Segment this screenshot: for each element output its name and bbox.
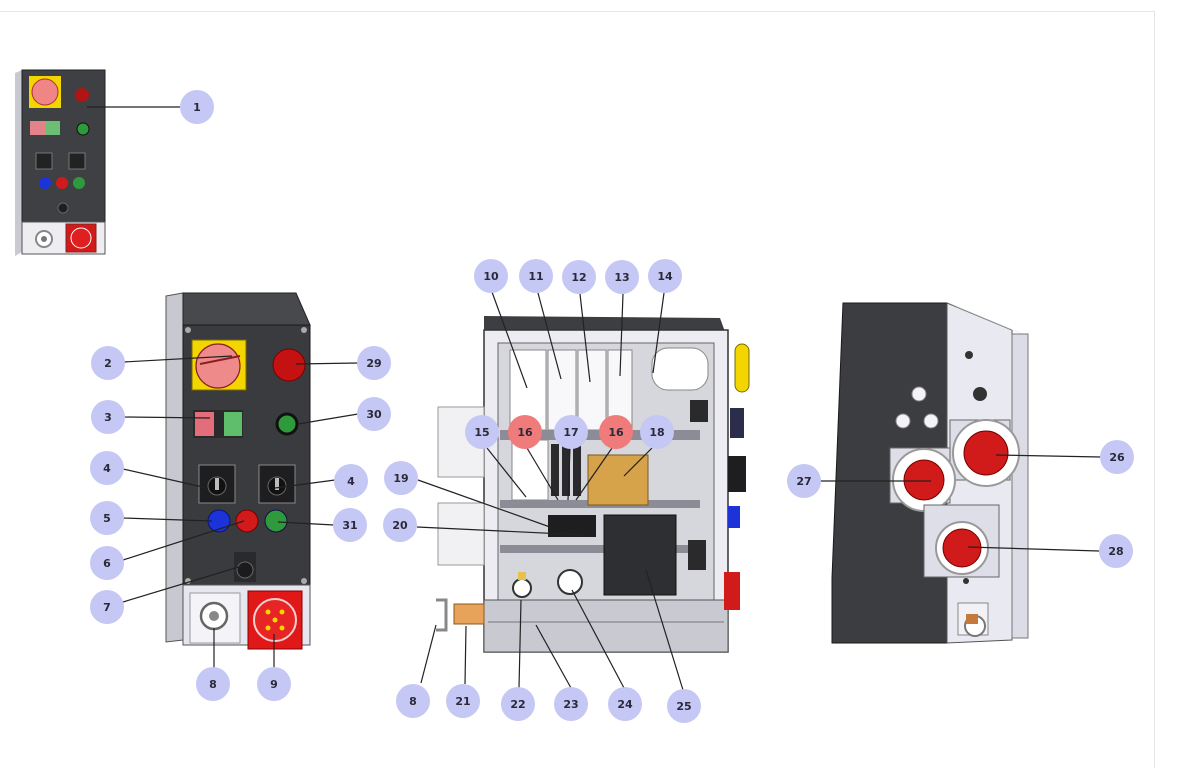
callout-19: 19 [384, 461, 418, 495]
green-button [264, 509, 288, 533]
callout-23: 23 [554, 687, 588, 721]
svg-text:23: 23 [563, 698, 578, 711]
svg-text:22: 22 [510, 698, 525, 711]
callout-12: 12 [562, 260, 596, 294]
svg-text:7: 7 [103, 601, 111, 614]
svg-text:13: 13 [614, 271, 629, 284]
svg-text:16: 16 [608, 426, 624, 439]
callout-18: 18 [640, 415, 674, 449]
module-14 [651, 347, 709, 391]
callout-7: 7 [90, 590, 124, 624]
callout-16-left: 16 [508, 415, 542, 449]
callout-24: 24 [608, 687, 642, 721]
svg-text:29: 29 [366, 357, 381, 370]
thumb-red-lamp [75, 88, 89, 102]
green-pilot-lamp [275, 412, 299, 436]
svg-text:18: 18 [649, 426, 664, 439]
svg-text:5: 5 [103, 512, 111, 525]
svg-text:1: 1 [193, 101, 201, 114]
svg-text:8: 8 [209, 678, 217, 691]
svg-text:25: 25 [676, 700, 691, 713]
transformer [587, 454, 649, 506]
thumbnail-panel [15, 69, 106, 256]
black-box-25 [603, 514, 677, 596]
svg-text:17: 17 [563, 426, 578, 439]
svg-text:6: 6 [103, 557, 111, 570]
red-pilot-lamp [272, 348, 306, 382]
callout-1: 1 [180, 90, 214, 124]
svg-text:27: 27 [796, 475, 811, 488]
svg-text:3: 3 [104, 411, 112, 424]
top-divider [0, 11, 1154, 12]
red-button [235, 509, 259, 533]
front-panel [165, 292, 311, 650]
callout-10: 10 [474, 259, 508, 293]
callout-27: 27 [787, 464, 821, 498]
callout-6: 6 [90, 546, 124, 580]
svg-text:2: 2 [104, 357, 112, 370]
svg-text:15: 15 [474, 426, 489, 439]
leader-lines [87, 106, 1102, 691]
svg-text:31: 31 [342, 519, 357, 532]
side-enclosure [831, 302, 1029, 644]
svg-text:12: 12 [571, 271, 586, 284]
callout-25: 25 [667, 689, 701, 723]
svg-text:30: 30 [366, 408, 382, 421]
air-fitting [453, 603, 485, 625]
callout-13: 13 [605, 260, 639, 294]
callout-29: 29 [357, 346, 391, 380]
callout-15: 15 [465, 415, 499, 449]
callout-20: 20 [383, 508, 417, 542]
svg-text:24: 24 [617, 698, 633, 711]
svg-text:8: 8 [409, 695, 417, 708]
svg-text:14: 14 [657, 270, 673, 283]
callout-9: 9 [257, 667, 291, 701]
callout-14: 14 [648, 259, 682, 293]
callout-31: 31 [333, 508, 367, 542]
svg-text:4: 4 [347, 475, 355, 488]
svg-text:26: 26 [1109, 451, 1125, 464]
callout-30: 30 [357, 397, 391, 431]
callout-26: 26 [1100, 440, 1134, 474]
callout-11: 11 [519, 259, 553, 293]
callout-8-front: 8 [196, 667, 230, 701]
callout-17: 17 [554, 415, 588, 449]
callout-4-right: 4 [334, 464, 368, 498]
svg-text:9: 9 [270, 678, 278, 691]
callout-5: 5 [90, 501, 124, 535]
callout-4-left: 4 [90, 451, 124, 485]
callout-22: 22 [501, 687, 535, 721]
pressure-gauge [557, 569, 583, 595]
callout-21: 21 [446, 684, 480, 718]
right-divider [1154, 11, 1155, 768]
svg-text:11: 11 [528, 270, 543, 283]
svg-text:4: 4 [103, 462, 111, 475]
pressure-switch [512, 578, 532, 598]
svg-text:20: 20 [392, 519, 408, 532]
callout-8-middle: 8 [396, 684, 430, 718]
svg-text:16: 16 [517, 426, 533, 439]
svg-text:28: 28 [1108, 545, 1123, 558]
knob [236, 561, 254, 579]
svg-text:10: 10 [483, 270, 499, 283]
svg-text:19: 19 [393, 472, 408, 485]
open-enclosure [436, 316, 750, 653]
callout-3: 3 [91, 400, 125, 434]
callout-2: 2 [91, 346, 125, 380]
callout-16-right: 16 [599, 415, 633, 449]
svg-text:21: 21 [455, 695, 470, 708]
callout-28: 28 [1099, 534, 1133, 568]
